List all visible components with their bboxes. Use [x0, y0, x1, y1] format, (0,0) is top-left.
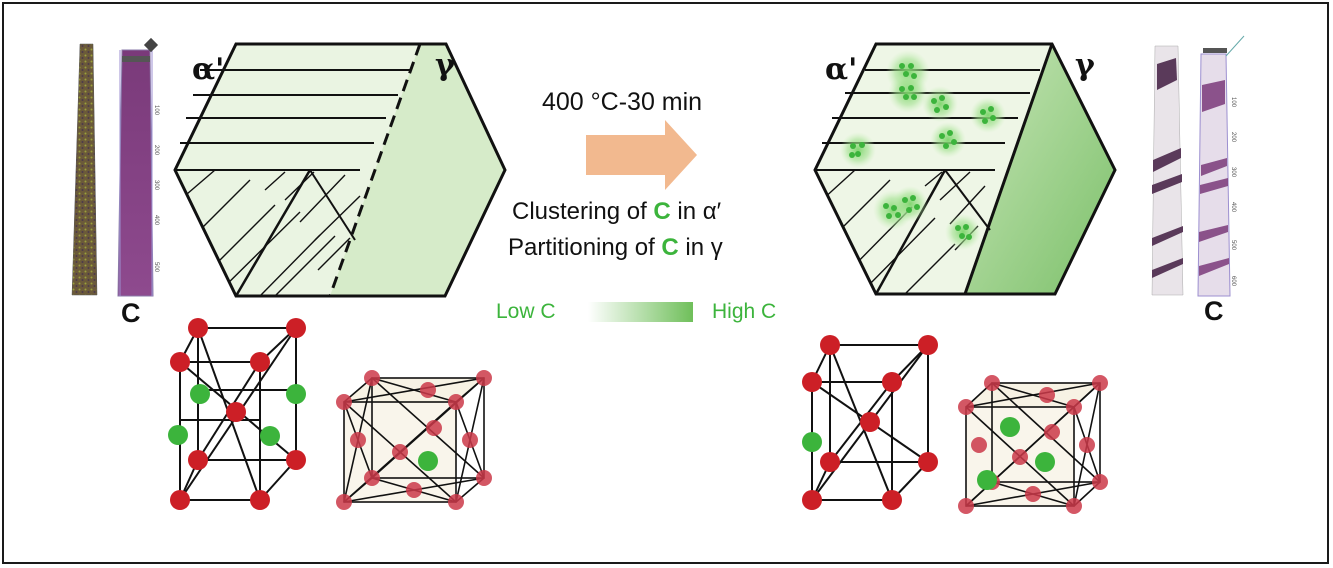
apt-bands-right	[1152, 58, 1183, 278]
bct-lattice-initial	[168, 318, 306, 510]
apt-ticks-right: 100 200 300 400 500 600	[1230, 97, 1236, 287]
svg-text:600: 600	[1230, 276, 1236, 287]
fcc-lattice-treated	[958, 375, 1108, 514]
phase-boundary-dashed	[328, 43, 422, 297]
heat-treatment-arrow	[586, 120, 697, 190]
c-atom	[418, 451, 438, 471]
carbon-gradient-bar	[588, 302, 693, 322]
apt-needle-all-atoms-left	[71, 43, 98, 296]
svg-text:400: 400	[1230, 202, 1236, 213]
caption-text: Partitioning of	[508, 234, 662, 261]
alpha-prime-label-right: α'	[825, 52, 858, 87]
svg-text:400: 400	[153, 215, 159, 226]
carbon-clusters	[840, 50, 1006, 250]
carbon-symbol: C	[661, 234, 679, 261]
apt-needle-carbon-left	[117, 49, 154, 297]
caption-text: Clustering of	[512, 198, 654, 225]
caption-text: in γ	[678, 234, 723, 261]
alpha-lath-lines	[175, 69, 410, 171]
hexagon-treated	[813, 42, 1117, 296]
apt-reconstruction-right: 100 200 300 400 500 600	[1151, 35, 1245, 297]
apt-reconstruction-left: 100 200 300 400 500	[71, 37, 159, 297]
c-atoms	[168, 384, 306, 446]
svg-text:100: 100	[153, 105, 159, 116]
apt-ticks-left: 100 200 300 400 500	[153, 105, 159, 273]
c-atoms	[977, 417, 1055, 490]
c-atom	[802, 432, 822, 452]
fe-atoms	[802, 335, 938, 510]
svg-text:200: 200	[1230, 132, 1236, 143]
carbon-symbol: C	[653, 198, 671, 225]
caption-partitioning: Partitioning of C in γ	[508, 234, 723, 262]
fcc-lattice-initial	[336, 370, 492, 510]
svg-text:300: 300	[153, 180, 159, 191]
fe-atoms	[336, 370, 492, 510]
gamma-phase-enriched	[965, 44, 1115, 294]
hexagon-initial	[173, 42, 507, 298]
gamma-label-left: γ	[435, 48, 455, 83]
alpha-prime-label-left: α'	[192, 52, 225, 87]
apt-element-label-right: C	[1204, 296, 1224, 326]
gamma-label-right: γ	[1075, 48, 1095, 83]
svg-text:500: 500	[153, 262, 159, 273]
svg-text:200: 200	[153, 145, 159, 156]
svg-text:100: 100	[1230, 97, 1236, 108]
phase-boundary-solid	[963, 43, 1054, 295]
apt-element-label-left: C	[121, 298, 141, 328]
caption-clustering: Clustering of C in α′	[512, 198, 721, 226]
gamma-phase-region	[330, 44, 505, 296]
fe-atoms	[170, 318, 306, 510]
svg-text:300: 300	[1230, 167, 1236, 178]
legend-low-c: Low C	[496, 300, 556, 323]
svg-text:500: 500	[1230, 240, 1236, 251]
bct-lattice-treated	[802, 335, 938, 510]
treatment-condition: 400 °C-30 min	[542, 88, 703, 116]
legend-high-c: High C	[712, 300, 777, 323]
apt-scale-bar-left	[122, 56, 150, 62]
caption-text: in α′	[670, 198, 722, 225]
